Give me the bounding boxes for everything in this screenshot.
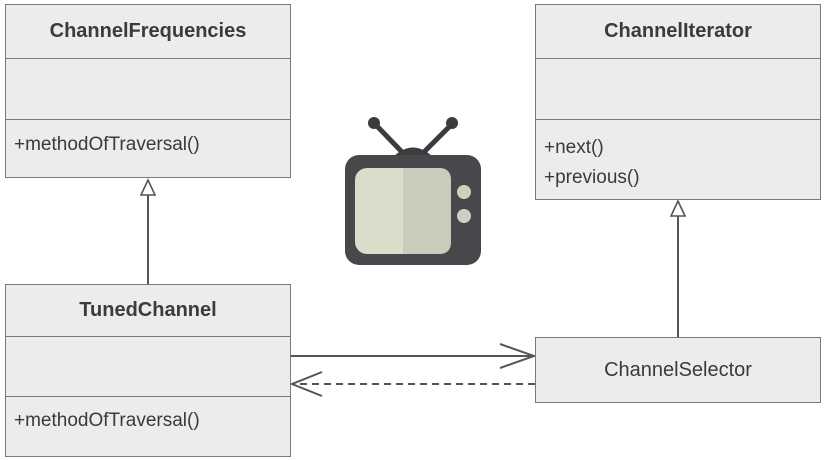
class-name: ChannelFrequencies <box>6 5 290 59</box>
dependency-arrowhead <box>289 371 323 397</box>
method: +methodOfTraversal() <box>14 410 200 431</box>
tv-icon <box>345 117 481 265</box>
inheritance-arrowhead <box>669 199 687 217</box>
class-tuned-channel[interactable]: TunedChannel +methodOfTraversal() <box>5 284 291 457</box>
class-methods: +methodOfTraversal() <box>6 397 290 436</box>
class-methods: +next() +previous() <box>536 120 820 193</box>
class-attributes <box>6 337 290 397</box>
class-name: TunedChannel <box>6 285 290 337</box>
class-channel-frequencies[interactable]: ChannelFrequencies +methodOfTraversal() <box>5 4 291 178</box>
inheritance-arrowhead <box>139 178 157 196</box>
method: +previous() <box>544 167 640 188</box>
association-arrowhead <box>499 343 538 369</box>
class-attributes <box>536 59 820 120</box>
class-attributes <box>6 59 290 120</box>
class-channel-iterator[interactable]: ChannelIterator +next() +previous() <box>535 4 821 200</box>
class-name: ChannelIterator <box>536 5 820 59</box>
method: +methodOfTraversal() <box>14 134 200 155</box>
class-channel-selector[interactable]: ChannelSelector <box>535 337 821 403</box>
method: +next() <box>544 137 604 158</box>
class-methods: +methodOfTraversal() <box>6 120 290 160</box>
class-name: ChannelSelector <box>604 358 752 381</box>
